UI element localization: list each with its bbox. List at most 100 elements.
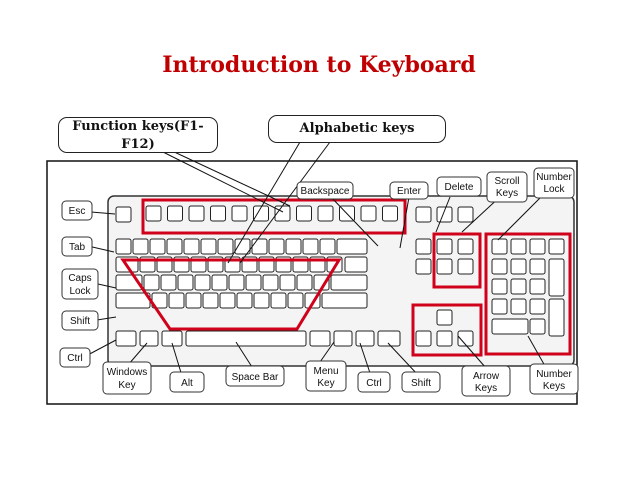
arrow-keys-label-box [461, 365, 511, 397]
key-function [167, 205, 183, 222]
key-letter [177, 274, 194, 291]
esc-label: Esc [69, 206, 86, 217]
alphabetic-keys-highlight [120, 258, 342, 331]
key-edit [457, 258, 474, 275]
key-edit [436, 238, 453, 255]
key-function [360, 205, 377, 222]
number-keys-label-box [529, 363, 579, 395]
key-edit [415, 258, 432, 275]
key-letter [143, 274, 160, 291]
key-numpad [491, 318, 529, 335]
caps-label: Caps [68, 273, 91, 284]
key-number-row [149, 238, 166, 255]
key-function [317, 205, 334, 222]
windows-label: Windows [107, 367, 148, 378]
shift-left-label-box [61, 310, 99, 331]
key-edit [415, 238, 432, 255]
key-number-row [217, 238, 234, 255]
number-lock-number-label: Number [536, 172, 572, 183]
arrow-keys-label: Keys [475, 383, 497, 394]
alt-label: Alt [181, 378, 193, 389]
key-function [253, 205, 269, 222]
key-letter [236, 292, 253, 309]
ctrl-left-label: Ctrl [67, 353, 83, 364]
number-label: Number [536, 369, 572, 380]
pointer-lines [83, 141, 546, 377]
number-lock-label-box [533, 167, 575, 199]
key-letter [168, 292, 185, 309]
scroll-label: Scroll [494, 176, 519, 187]
windows-key-label: Key [118, 380, 135, 391]
key-numpad [491, 278, 508, 295]
key-numpad [491, 258, 508, 275]
key-function [231, 205, 248, 222]
key-backspace [336, 238, 368, 255]
key-number-row [200, 238, 217, 255]
shift-right-label-box [401, 371, 441, 393]
key-arrow-up [436, 309, 453, 326]
key-numpad [529, 278, 546, 295]
key-shift [115, 292, 151, 309]
tab-label-box [61, 236, 93, 257]
ctrl-left-label-box [59, 347, 91, 368]
key-shift [321, 292, 368, 309]
key-menu [355, 330, 375, 347]
key-letter [270, 292, 287, 309]
key-function [296, 205, 312, 222]
key-letter [253, 292, 270, 309]
menu-key-label-box [305, 360, 347, 392]
key-edit [457, 238, 474, 255]
page-title: Introduction to Keyboard [162, 52, 476, 78]
key-number-row [302, 238, 319, 255]
key-numpad [529, 258, 546, 275]
key-numpad [548, 298, 565, 337]
key-arrow [415, 330, 432, 347]
key-function [210, 205, 226, 222]
key-function [145, 205, 162, 222]
backspace-label-box [296, 181, 354, 200]
key-space [185, 330, 307, 347]
key-ctrl [377, 330, 401, 347]
key-letter [160, 274, 177, 291]
key-number-row [166, 238, 183, 255]
key-number-row [319, 238, 336, 255]
backspace-label: Backspace [301, 186, 350, 197]
key-function [382, 205, 398, 222]
key-ctrl [115, 330, 137, 347]
menu-label: Menu [313, 366, 338, 377]
key-letter [211, 274, 228, 291]
key-numpad [510, 278, 527, 295]
caps-lock-label-box [61, 268, 99, 300]
delete-label-box [436, 176, 482, 197]
key-number-row [285, 238, 302, 255]
key-numpad [529, 238, 546, 255]
function-keys-callout: Function keys(F1-F12) [58, 117, 218, 153]
alt-label-box [169, 371, 205, 393]
key-letter [202, 292, 219, 309]
key-alt [309, 330, 331, 347]
number-lock-lock-label: Lock [543, 184, 565, 195]
key-letter [194, 274, 211, 291]
function-keys-highlight [141, 198, 407, 235]
ctrl-right-label: Ctrl [366, 378, 382, 389]
key-letter [228, 274, 245, 291]
key-numpad [510, 298, 527, 315]
key-numpad [548, 258, 565, 297]
menu-key-label: Key [317, 378, 334, 389]
key-arrow [436, 330, 453, 347]
edit-keys-highlight [432, 232, 482, 289]
lock-label: Lock [69, 286, 91, 297]
key-windows [333, 330, 353, 347]
enter-label-box [389, 181, 429, 200]
tab-label: Tab [69, 242, 86, 253]
key-backslash [344, 256, 368, 273]
key-escape [115, 206, 132, 223]
key-edit [436, 258, 453, 275]
number-keys-highlight [484, 232, 572, 356]
key-numpad [529, 298, 546, 315]
space-bar-label: Space Bar [232, 372, 279, 383]
shift-left-label: Shift [70, 316, 90, 327]
key-numpad [529, 318, 546, 335]
key-number-row [115, 238, 132, 255]
